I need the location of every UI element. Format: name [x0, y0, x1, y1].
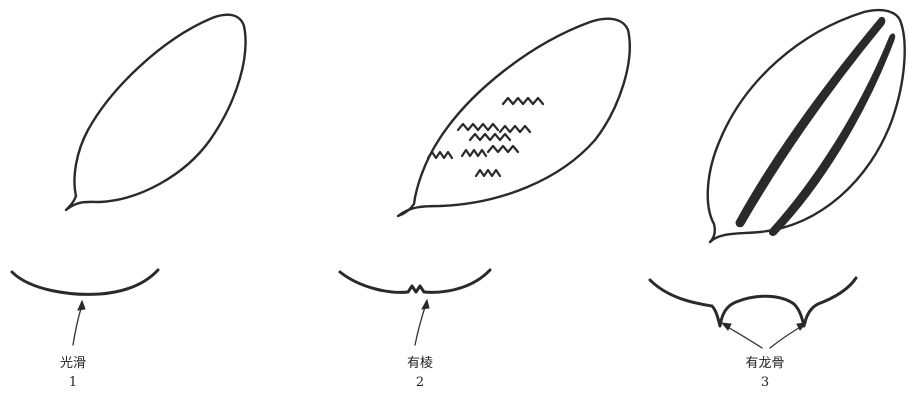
figure-3-label: 有龙骨 [725, 356, 805, 372]
figure-3-keeled [650, 10, 905, 348]
figure-3-arrow-left [726, 326, 762, 348]
figure-1-smooth [12, 15, 246, 345]
figure-1-arrowhead [78, 301, 85, 310]
figure-2-arrow [415, 304, 426, 345]
figure-2-number: 2 [400, 375, 440, 391]
figure-2-label: 有棱 [380, 356, 460, 372]
figure-1-number: 1 [53, 375, 93, 391]
figure-3-arrow-right [770, 326, 802, 348]
figure-2-ridge-marks [428, 98, 543, 176]
figure-3-keel-right [770, 34, 895, 235]
figure-3-keel-left [736, 17, 885, 226]
figure-2-cross-section [340, 270, 490, 292]
figure-1-cross-section [12, 270, 158, 294]
figure-2-arrowhead [422, 300, 429, 309]
figure-1-arrow [73, 305, 82, 345]
figure-2-ridged [340, 19, 630, 345]
figure-2-glume-outline [398, 19, 630, 216]
figure-3-arrowhead-left [722, 323, 731, 330]
figure-1-label: 光滑 [33, 356, 113, 372]
figure-3-number: 3 [745, 375, 785, 391]
figure-3-cross-section [650, 278, 856, 326]
figure-1-glume-outline [66, 15, 246, 210]
